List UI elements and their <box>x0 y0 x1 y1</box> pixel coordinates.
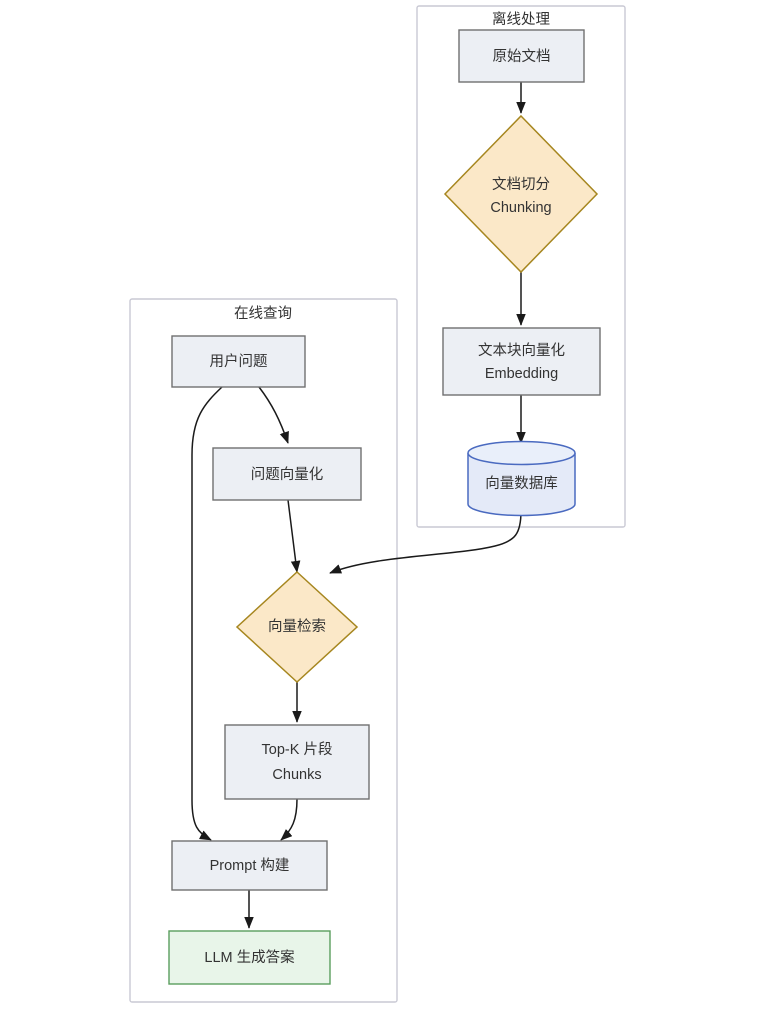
node-query-vectorization-label: 问题向量化 <box>251 466 324 483</box>
node-query-vectorization[interactable]: 问题向量化 <box>212 447 362 501</box>
node-llm-answer-box[interactable] <box>168 930 331 985</box>
node-raw-document[interactable]: 原始文档 <box>458 29 585 83</box>
node-vector-database-label: 向量数据库 <box>485 475 558 492</box>
node-chunking-label-line2: Chunking <box>490 200 551 216</box>
node-prompt-construction[interactable]: Prompt 构建 <box>171 840 328 891</box>
node-topk-chunks-box[interactable] <box>224 724 370 800</box>
node-raw-document-box[interactable] <box>458 29 585 83</box>
node-vector-database[interactable]: 向量数据库 <box>467 440 576 517</box>
node-user-question[interactable]: 用户问题 <box>171 335 306 388</box>
node-vector-retrieval-diamond[interactable] <box>235 570 359 684</box>
node-llm-answer-label: LLM 生成答案 <box>204 948 295 966</box>
node-embedding[interactable]: 文本块向量化 Embedding <box>442 327 601 396</box>
node-query-vectorization-box[interactable] <box>212 447 362 501</box>
node-vector-database-body[interactable] <box>467 453 576 517</box>
edge-group <box>191 82 526 929</box>
node-prompt-construction-box[interactable] <box>171 840 328 891</box>
node-user-question-label: 用户问题 <box>210 353 268 370</box>
edge-user_query-prompt <box>191 386 223 841</box>
subgraph-online-title: 在线查询 <box>234 305 292 322</box>
edge-topk-prompt <box>280 798 298 841</box>
edge-query_vec-retrieval <box>287 499 301 573</box>
edge-user_query-query_vec <box>258 386 289 444</box>
edge-vector_db-retrieval <box>329 510 522 574</box>
node-topk-chunks-label-line1: Top-K 片段 <box>262 741 333 758</box>
node-vector-retrieval-label: 向量检索 <box>268 618 326 635</box>
node-prompt-construction-label: Prompt 构建 <box>210 857 290 874</box>
node-chunking-diamond[interactable] <box>443 114 599 274</box>
subgraph-offline-title: 离线处理 <box>492 11 550 28</box>
node-topk-chunks-label-line2: Chunks <box>272 767 321 783</box>
node-embedding-label-line1: 文本块向量化 <box>478 342 565 359</box>
node-vector-database-top[interactable] <box>467 440 576 466</box>
node-topk-chunks[interactable]: Top-K 片段 Chunks <box>224 724 370 800</box>
node-embedding-box[interactable] <box>442 327 601 396</box>
node-chunking[interactable]: 文档切分 Chunking <box>443 114 599 274</box>
node-user-question-box[interactable] <box>171 335 306 388</box>
node-chunking-label-line1: 文档切分 <box>492 176 550 193</box>
node-raw-document-label: 原始文档 <box>493 48 551 65</box>
node-llm-answer[interactable]: LLM 生成答案 <box>168 930 331 985</box>
node-vector-retrieval[interactable]: 向量检索 <box>235 570 359 684</box>
node-embedding-label-line2: Embedding <box>485 366 558 382</box>
